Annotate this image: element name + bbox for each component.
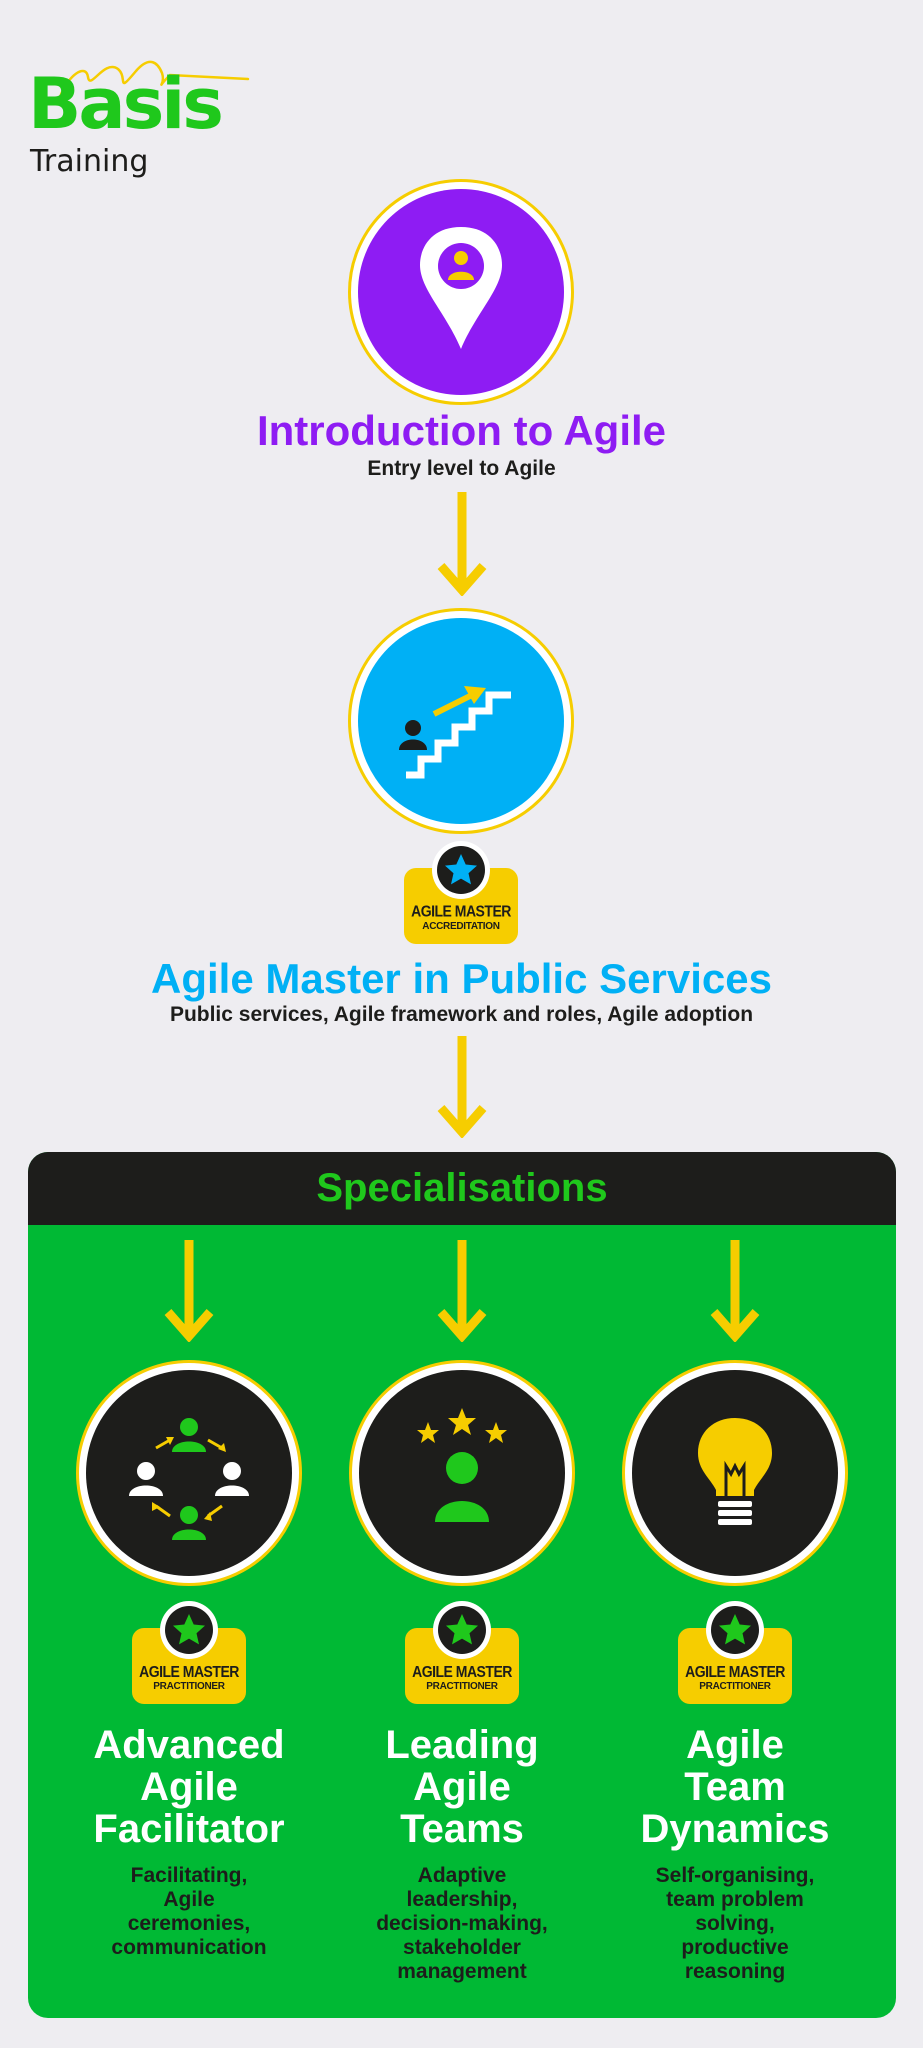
agile-master-stage-circle (348, 608, 574, 834)
specialisations-heading: Specialisations (316, 1166, 608, 1210)
specialisation-title: Advanced Agile Facilitator (93, 1723, 285, 1851)
badge-title: AGILE MASTER (411, 901, 511, 921)
basis-training-logo: Basis Training (28, 55, 250, 195)
practitioner-badge: AGILE MASTER PRACTITIONER (132, 1601, 246, 1705)
star-icon (173, 1614, 205, 1645)
arrow-down-icon (437, 1240, 487, 1342)
arrow-down-icon (437, 1036, 487, 1138)
badge-level: PRACTITIONER (699, 1681, 771, 1692)
arrow-down-icon (710, 1240, 760, 1342)
intro-stage-title: Introduction to Agile (256, 407, 667, 454)
star-icon (719, 1614, 751, 1645)
specialisation-title: Leading Agile Teams (385, 1723, 539, 1851)
specialisation-description: Adaptive leadership, decision-making, st… (376, 1864, 548, 1983)
arrow-down-icon (164, 1240, 214, 1342)
specialisations-header: Specialisations (28, 1152, 896, 1225)
logo-subtitle: Training (30, 144, 149, 179)
badge-title: AGILE MASTER (412, 1661, 512, 1681)
arrow-down-icon (437, 492, 487, 596)
logo-brand: Basis (28, 63, 224, 145)
badge-level: ACCREDITATION (422, 921, 500, 932)
specialisation-circle (622, 1360, 848, 1586)
agile-master-stage-subtitle: Public services, Agile framework and rol… (169, 1003, 754, 1026)
logo-scribble-icon (58, 60, 250, 99)
specialisation-title: Agile Team Dynamics (640, 1723, 830, 1851)
badge-title: AGILE MASTER (139, 1661, 239, 1681)
specialisation-description: Facilitating, Agile ceremonies, communic… (111, 1864, 267, 1959)
location-pin-person-icon (420, 227, 502, 349)
agile-master-stage-title: Agile Master in Public Services (151, 955, 772, 1002)
accreditation-badge: AGILE MASTER ACCREDITATION (404, 841, 518, 945)
team-cycle-icon (129, 1418, 249, 1540)
person-three-stars-icon (417, 1408, 507, 1522)
intro-stage-circle (348, 179, 574, 405)
practitioner-badge: AGILE MASTER PRACTITIONER (405, 1601, 519, 1705)
star-icon (445, 854, 477, 885)
practitioner-badge: AGILE MASTER PRACTITIONER (678, 1601, 792, 1705)
star-icon (446, 1614, 478, 1645)
specialisation-circle (349, 1360, 575, 1586)
badge-title: AGILE MASTER (685, 1661, 785, 1681)
person-climbing-stairs-icon (399, 686, 511, 779)
intro-stage-subtitle: Entry level to Agile (367, 457, 556, 480)
specialisation-description: Self-organising, team problem solving, p… (655, 1864, 815, 1983)
lightbulb-icon (698, 1418, 772, 1525)
badge-level: PRACTITIONER (426, 1681, 498, 1692)
specialisations-panel: Specialisations (28, 1152, 896, 2018)
specialisation-circle (76, 1360, 302, 1586)
badge-level: PRACTITIONER (153, 1681, 225, 1692)
